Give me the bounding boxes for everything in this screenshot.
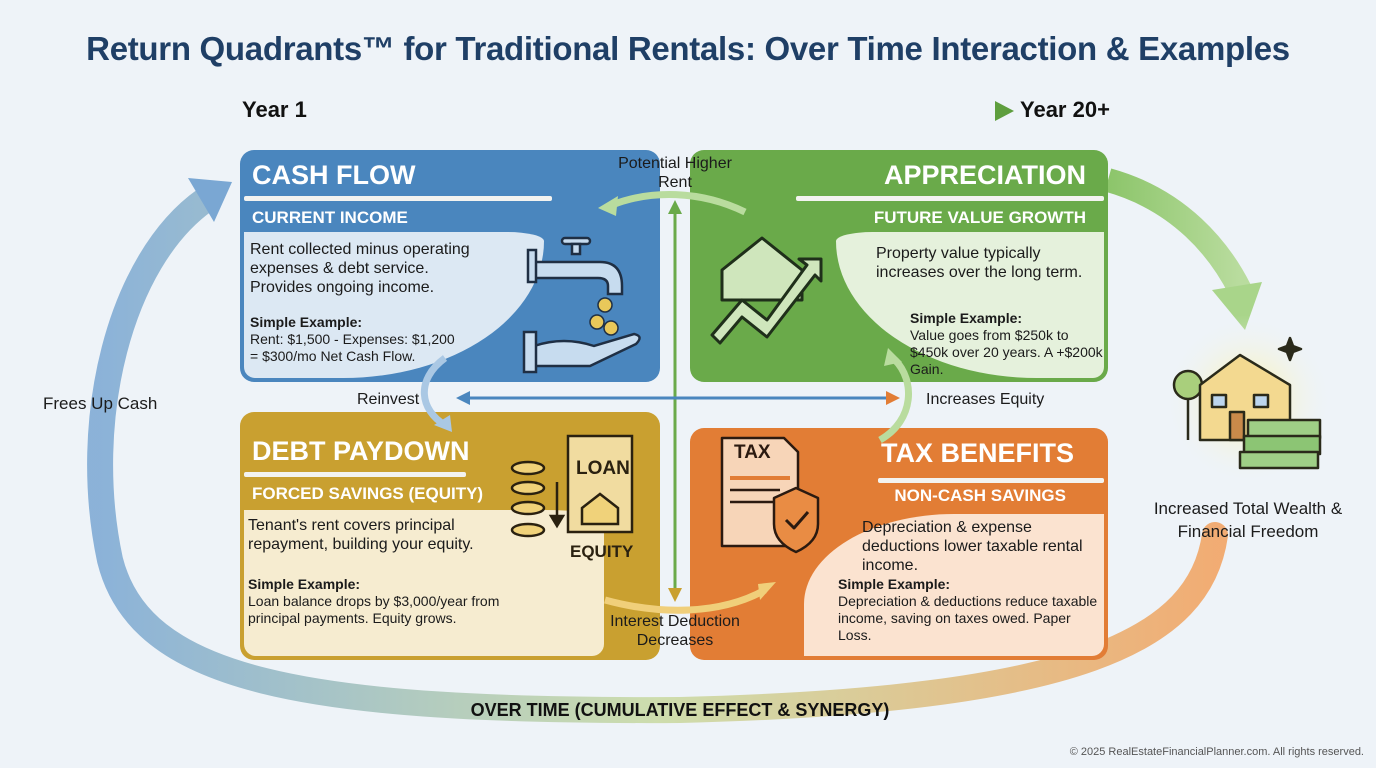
faucet-coins-icon [522,236,641,374]
appreciation-subtitle: FUTURE VALUE GROWTH [873,208,1086,227]
appreciation-body: Property value typically increases over … [876,245,1083,281]
quadrant-tax-benefits: TAX BENEFITS NON-CASH SAVINGS Depreciati… [690,428,1108,660]
tax-benefits-example: Simple Example:Depreciation & deductions… [838,576,1098,643]
debt-paydown-body: Tenant's rent covers principal repayment… [248,517,474,553]
debt-paydown-subtitle: FORCED SAVINGS (EQUITY) [252,484,484,503]
tax-benefits-body: Depreciation & expense deductions lower … [862,519,1083,574]
increases-equity-label: Increases Equity [926,391,1045,408]
loan-icon-label: LOAN [576,458,630,479]
tax-icon-label: TAX [734,442,771,463]
cash-flow-example: Simple Example:Rent: $1,500 - Expenses: … [250,314,455,364]
cycle-label: OVER TIME (CUMULATIVE EFFECT & SYNERGY) [470,700,890,720]
timeline-end: Year 20+ [1020,97,1110,122]
potential-higher-rent-label: Potential Higher Rent [618,155,732,191]
house-growth-icon [710,236,823,345]
appreciation-example: Simple Example:Value goes from $250k to … [910,310,1103,377]
equity-icon-label: EQUITY [570,542,634,561]
appreciation-title: APPRECIATION [883,160,1086,190]
quadrant-cash-flow: CASH FLOW CURRENT INCOME Rent collected … [240,150,660,382]
cash-flow-subtitle: CURRENT INCOME [252,208,408,227]
tax-shield-icon [720,436,820,554]
frees-up-cash-label: Frees Up Cash [43,394,158,413]
interest-deduction-label: Interest Deduction Decreases [610,613,740,649]
tax-benefits-title: TAX BENEFITS [880,438,1074,468]
quadrant-appreciation: APPRECIATION FUTURE VALUE GROWTH Propert… [690,150,1108,382]
tax-benefits-subtitle: NON-CASH SAVINGS [894,486,1066,505]
coins-loan-icon [510,434,634,538]
copyright: © 2025 RealEstateFinancialPlanner.com. A… [1069,746,1364,758]
outcome-label: Increased Total Wealth & Financial Freed… [1153,499,1343,541]
cash-flow-body: Rent collected minus operating expenses … [250,241,470,296]
timeline-start: Year 1 [242,97,307,122]
quadrant-debt-paydown: DEBT PAYDOWN FORCED SAVINGS (EQUITY) Ten… [240,412,660,660]
page-title: Return Quadrants™ for Traditional Rental… [86,30,1290,67]
cash-flow-title: CASH FLOW [252,160,416,190]
debt-paydown-example: Simple Example:Loan balance drops by $3,… [248,576,500,626]
reinvest-label: Reinvest [357,391,420,408]
debt-paydown-title: DEBT PAYDOWN [252,436,470,466]
